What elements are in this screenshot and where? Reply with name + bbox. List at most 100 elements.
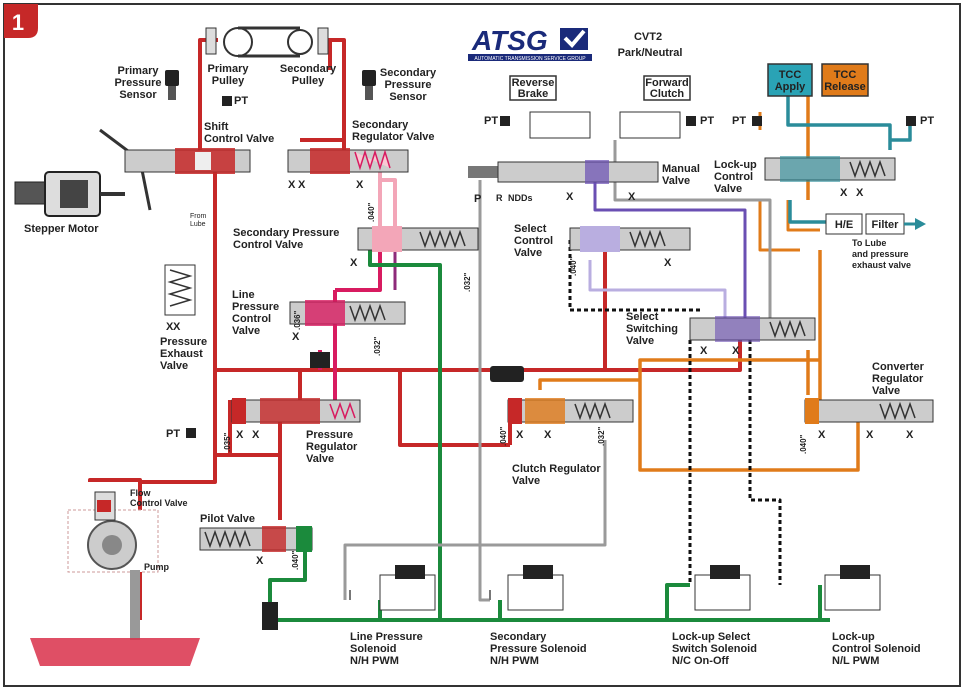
label-to-lube-1: To Lube: [852, 238, 886, 248]
label-pump: Pump: [144, 562, 170, 572]
converter-feed-circuit: [538, 95, 860, 472]
label-exhaust-x-13: X: [628, 191, 636, 203]
title-line2: Park/Neutral: [618, 47, 683, 59]
label-exhaust-x-12: X: [566, 191, 574, 203]
label-forward-clutch-2: Clutch: [650, 88, 685, 100]
label-pt-6: PT: [166, 428, 180, 440]
label-exhaust-x-21: X: [906, 429, 914, 441]
label-pressure-regulator-valve-1: Pressure: [306, 429, 353, 441]
select-switching-valve: [689, 316, 816, 342]
lockup-select-switch-solenoid-icon: [694, 565, 751, 611]
line-pressure-branches: [215, 250, 742, 520]
label-secondary-regulator-valve-2: Regulator Valve: [352, 131, 435, 143]
he-filter-box: [825, 213, 926, 235]
label-exhaust-x-6: X: [292, 331, 300, 343]
label-secondary-pulley-2: Pulley: [292, 75, 325, 87]
label-converter-regulator-valve-1: Converter: [872, 361, 925, 373]
tcc-release-box: [821, 63, 869, 97]
labels: Primary Pressure Sensor Primary Pulley S…: [24, 63, 934, 667]
lockup-switch-circuit: [568, 240, 782, 585]
label-secondary-pressure-control-valve-2: Control Valve: [233, 239, 303, 251]
label-to-lube-3: exhaust valve: [852, 260, 911, 270]
label-secondary-pressure-solenoid-1: Secondary: [490, 631, 547, 643]
label-shift-control-valve-1: Shift: [204, 121, 229, 133]
label-shift-control-valve-2: Control Valve: [204, 133, 274, 145]
label-secondary-pressure-control-valve-1: Secondary Pressure: [233, 227, 339, 239]
shift-control-valve: [124, 148, 251, 174]
label-manual-valve-2: Valve: [662, 175, 690, 187]
pump-icon: [67, 491, 159, 640]
label-exhaust-x-11: X: [256, 555, 264, 567]
orifice-040-d: .040": [569, 256, 578, 276]
label-primary-pulley-1: Primary: [208, 63, 250, 75]
orifice-040-e: .040": [799, 434, 808, 454]
label-exhaust-x-18: X: [856, 187, 864, 199]
select-control-valve: [569, 226, 691, 252]
orifice-040-c: .040": [499, 426, 508, 446]
lube-arrow-icon: [915, 218, 926, 230]
label-secondary-pressure-solenoid-3: N/H PWM: [490, 655, 539, 667]
label-exhaust-x-16: X: [732, 345, 740, 357]
label-exhaust-x-7: X: [236, 429, 244, 441]
pressure-regulator-valve: [231, 398, 361, 424]
label-select-control-valve-3: Valve: [514, 247, 542, 259]
label-exhaust-x-10: X: [544, 429, 552, 441]
title-line1: CVT2: [634, 31, 662, 43]
pt-tap-icon: [186, 96, 916, 438]
label-pressure-exhaust-valve-1: Pressure: [160, 336, 207, 348]
label-stepper-motor: Stepper Motor: [24, 223, 99, 235]
label-exhaust-x-17: X: [840, 187, 848, 199]
label-from-lube-2: Lube: [190, 221, 206, 228]
orifice-036-a: .036": [293, 310, 302, 330]
label-exhaust-x-20: X: [866, 429, 874, 441]
orifice-032-b: .032": [373, 336, 382, 356]
stepper-motor-icon: [14, 128, 152, 217]
orifice-032-c: .032": [597, 426, 606, 446]
label-exhaust-x-14: X: [664, 257, 672, 269]
label-secondary-pulley-1: Secondary: [280, 63, 337, 75]
reservoir-icon: [30, 638, 200, 666]
label-exhaust-x-19: X: [818, 429, 826, 441]
label-manual-valve-1: Manual: [662, 163, 700, 175]
label-line-pressure-control-valve-1: Line: [232, 289, 255, 301]
label-exhaust-x-3: X: [356, 179, 364, 191]
tcc-circuit: [786, 95, 912, 224]
label-lockup-control-valve-1: Lock-up: [714, 159, 757, 171]
label-converter-regulator-valve-2: Regulator: [872, 373, 924, 385]
label-exhaust-x-4: X: [173, 321, 181, 333]
label-select-control-valve-2: Control: [514, 235, 553, 247]
label-lockup-select-switch-solenoid-3: N/C On-Off: [672, 655, 729, 667]
secondary-pressure-solenoid-icon: [507, 565, 564, 611]
label-exhaust-x-2: X: [298, 179, 306, 191]
label-tcc-release-1: TCC: [834, 69, 857, 81]
label-clutch-regulator-valve-1: Clutch Regulator: [512, 463, 601, 475]
label-flow-control-valve-2: Control Valve: [130, 498, 188, 508]
label-primary-pressure-sensor-1: Primary: [118, 65, 160, 77]
lockup-control-valve: [764, 156, 896, 182]
primary-pressure-sensor-icon: [165, 70, 179, 100]
pilot-valve: [199, 526, 313, 552]
label-clutch-regulator-valve-2: Valve: [512, 475, 540, 487]
label-exhaust-x-1: X: [288, 179, 296, 191]
orifice-040-b: .040": [291, 550, 300, 570]
label-lockup-control-solenoid-3: N/L PWM: [832, 655, 879, 667]
primary-pulley-icon: [205, 26, 329, 58]
label-manual-p: P: [474, 193, 481, 205]
manual-valve: [468, 160, 659, 184]
label-filter: Filter: [872, 219, 900, 231]
label-secondary-pressure-sensor-2: Pressure: [384, 79, 431, 91]
label-pt-5: PT: [920, 115, 934, 127]
reverse-brake-box: [509, 75, 591, 139]
label-manual-ndds: NDDs: [508, 193, 533, 203]
label-line-pressure-control-valve-2: Pressure: [232, 301, 279, 313]
secondary-pressure-control-valve: [357, 226, 479, 252]
label-secondary-regulator-valve-1: Secondary: [352, 119, 409, 131]
select-circuit: [593, 170, 747, 320]
label-lockup-control-valve-2: Control: [714, 171, 753, 183]
label-select-switching-valve-2: Switching: [626, 323, 678, 335]
orifice-032-a: .032": [463, 272, 472, 292]
label-pt-3: PT: [700, 115, 714, 127]
lockup-control-solenoid-icon: [824, 565, 881, 611]
